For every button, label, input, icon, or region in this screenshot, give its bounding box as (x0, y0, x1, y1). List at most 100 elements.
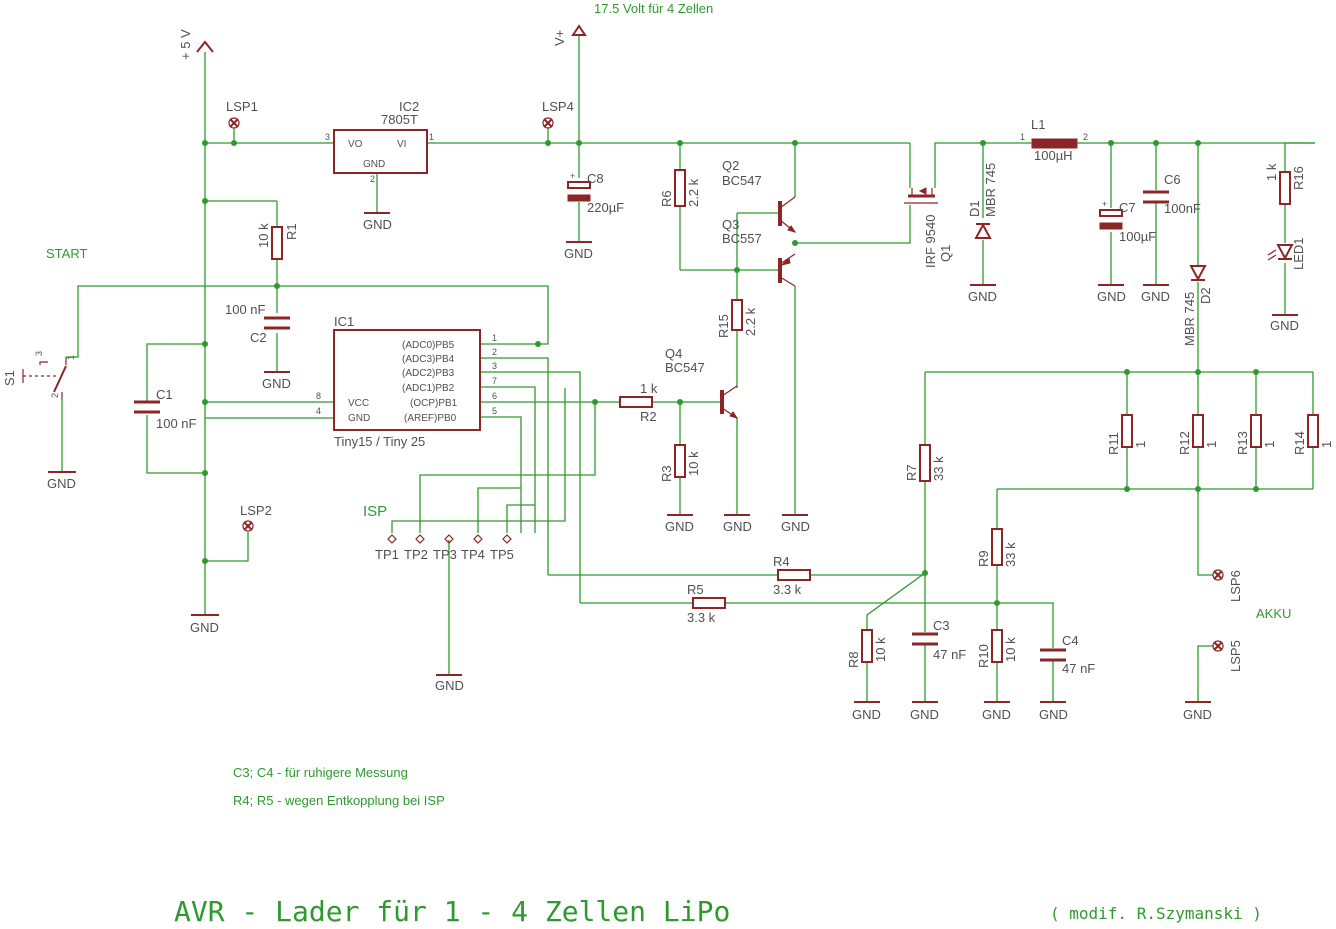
lsp4-label: LSP4 (542, 99, 574, 114)
r12-body (1192, 414, 1204, 448)
ic1-pin-vcc: VCC (348, 398, 369, 409)
r16-body (1279, 171, 1291, 205)
ic1-pinnum-3: 3 (492, 361, 497, 371)
c2-value: 100 nF (225, 302, 266, 317)
d1-value: MBR 745 (983, 163, 998, 217)
gnd-label: GND (1183, 707, 1212, 722)
gnd-label: GND (1097, 289, 1126, 304)
c6-name: C6 (1164, 172, 1181, 187)
resistors (271, 169, 1319, 663)
note-r4-r5: R4; R5 - wegen Entkopplung bei ISP (233, 793, 445, 808)
wires (61, 35, 1315, 702)
q4-value: BC547 (665, 360, 705, 375)
r15-name: R15 (716, 314, 731, 338)
c1-value: 100 nF (156, 416, 197, 431)
ic2-name: IC2 (399, 99, 419, 114)
r7-value: 33 k (931, 456, 946, 481)
r7-name: R7 (904, 464, 919, 481)
r14-name: R14 (1292, 431, 1307, 455)
r3-value: 10 k (686, 451, 701, 476)
svg-text:+: + (1102, 199, 1107, 209)
ic1-pinnum-2: 2 (492, 347, 497, 357)
q2-transistor-icon (778, 196, 797, 233)
ic2-pin-vi: VI (397, 139, 406, 150)
r15-body (731, 299, 743, 331)
c7-value: 100µF (1119, 229, 1156, 244)
tp5-label: TP5 (490, 547, 514, 562)
r16-value: 1 k (1264, 163, 1279, 181)
q4-name: Q4 (665, 346, 682, 361)
r13-name: R13 (1235, 431, 1250, 455)
ic1-pin-pb1: (OCP)PB1 (410, 398, 458, 409)
l1-name: L1 (1031, 117, 1045, 132)
c3-name: C3 (933, 618, 950, 633)
q2-name: Q2 (722, 158, 739, 173)
tp3-label: TP3 (433, 547, 457, 562)
tp1-label: TP1 (375, 547, 399, 562)
lsp6-marker-icon (1212, 569, 1224, 581)
r10-name: R10 (976, 644, 991, 668)
r11-value: 1 (1133, 441, 1148, 448)
lsp1-marker-icon (228, 117, 240, 129)
c1-name: C1 (156, 387, 173, 402)
q2-value: BC547 (722, 173, 762, 188)
ic1-pin-pb0: (AREF)PB0 (404, 413, 457, 424)
d2-value: MBR 745 (1182, 292, 1197, 346)
r6-value: 2.2 k (686, 178, 701, 207)
c4-name: C4 (1062, 633, 1079, 648)
r15-value: 2.2 k (743, 307, 758, 336)
ic1-pin-pb4: (ADC3)PB4 (402, 354, 455, 365)
gnd-label: GND (982, 707, 1011, 722)
c8-value: 220µF (587, 200, 624, 215)
r4-body (777, 569, 811, 581)
gnd-label: GND (781, 519, 810, 534)
s1-name: S1 (2, 370, 17, 386)
r10-body (991, 629, 1003, 663)
r2-value: 1 k (640, 381, 658, 396)
lsp6-label: LSP6 (1228, 570, 1243, 602)
c7-name: C7 (1119, 200, 1136, 215)
start-label: START (46, 246, 87, 261)
r12-name: R12 (1177, 431, 1192, 455)
gnd-label: GND (47, 476, 76, 491)
ic1-pinnum-8: 8 (316, 391, 321, 401)
r5-name: R5 (687, 582, 704, 597)
gnd-label: GND (910, 707, 939, 722)
lsp4-marker-icon (542, 117, 554, 129)
ic1-subtitle: Tiny15 / Tiny 25 (334, 434, 425, 449)
ic2-pinnum-gnd: 2 (370, 174, 375, 184)
r8-value: 10 k (873, 637, 888, 662)
q3-name: Q3 (722, 217, 739, 232)
tp2-label: TP2 (404, 547, 428, 562)
q3-value: BC557 (722, 231, 762, 246)
gnd-label: GND (435, 678, 464, 693)
drawing-title: AVR - Lader für 1 - 4 Zellen LiPo (174, 895, 730, 928)
r12-value: 1 (1204, 441, 1219, 448)
ic1-pinnum-1: 1 (492, 333, 497, 343)
r4-name: R4 (773, 554, 790, 569)
c2-name: C2 (250, 330, 267, 345)
r4-value: 3.3 k (773, 582, 802, 597)
r3-name: R3 (659, 465, 674, 482)
r9-body (991, 528, 1003, 566)
gnd-label: GND (665, 519, 694, 534)
gnd-label: GND (723, 519, 752, 534)
c6-value: 100nF (1164, 201, 1201, 216)
s1-pin1: 1 (66, 355, 76, 360)
tp4-label: TP4 (461, 547, 485, 562)
gnd-label: GND (1141, 289, 1170, 304)
ic2-body (333, 129, 428, 174)
r8-body (861, 629, 873, 663)
c4-value: 47 nF (1062, 661, 1095, 676)
led1-name: LED1 (1291, 237, 1306, 270)
vplus-label: V+ (552, 30, 567, 46)
r6-name: R6 (659, 190, 674, 207)
ic1-pin-pb5: (ADC0)PB5 (402, 340, 455, 351)
led1-icon (1267, 244, 1294, 261)
junctions (202, 140, 1259, 606)
s1-pin3: 3 (34, 351, 44, 356)
supply-arrow-icon (196, 40, 214, 53)
capacitors: + + (134, 171, 1169, 662)
ic1-pinnum-5: 5 (492, 406, 497, 416)
